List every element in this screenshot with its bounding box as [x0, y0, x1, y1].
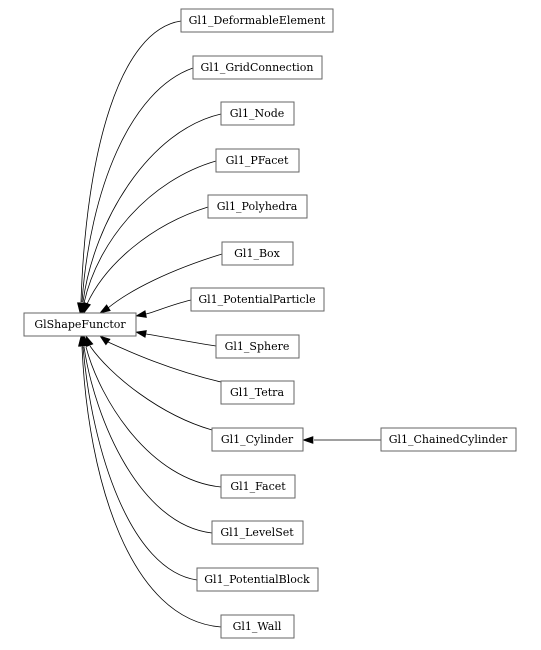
node-label: Gl1_Cylinder: [221, 433, 294, 446]
class-nodes: GlShapeFunctor Gl1_DeformableElement Gl1…: [23, 8, 517, 639]
node-label: Gl1_ChainedCylinder: [389, 433, 508, 446]
arrow-head-icon: [83, 301, 91, 314]
edge-line: [145, 299, 192, 315]
edge-line: [107, 253, 223, 309]
arrow-head-icon: [135, 330, 147, 338]
edge-line: [89, 345, 213, 431]
edge-line: [82, 346, 198, 581]
node-label: Gl1_Facet: [230, 480, 286, 493]
node-gl1-node[interactable]: Gl1_Node: [220, 101, 295, 126]
node-gl1-potentialparticle[interactable]: Gl1_PotentialParticle: [190, 287, 325, 312]
node-gl1-facet[interactable]: Gl1_Facet: [220, 474, 296, 499]
node-label: Gl1_PotentialParticle: [198, 293, 315, 306]
node-gl1-sphere[interactable]: Gl1_Sphere: [215, 334, 300, 359]
node-label: Gl1_PFacet: [226, 154, 289, 167]
inheritance-edges: [77, 20, 381, 628]
node-gl1-chainedcylinder[interactable]: Gl1_ChainedCylinder: [380, 427, 517, 452]
edge-tetra: [99, 335, 222, 383]
node-label: Gl1_Sphere: [225, 340, 290, 353]
node-gl1-wall[interactable]: Gl1_Wall: [220, 614, 295, 639]
node-base-class[interactable]: GlShapeFunctor: [23, 312, 137, 337]
edge-line: [81, 67, 194, 303]
edge-line: [81, 346, 222, 628]
edge-line: [83, 160, 217, 304]
edge-line: [85, 346, 222, 488]
node-label: Gl1_Polyhedra: [217, 200, 298, 213]
node-gl1-deformableelement[interactable]: Gl1_DeformableElement: [180, 8, 334, 33]
edge-node: [79, 113, 222, 314]
node-label: Gl1_Tetra: [230, 386, 284, 399]
edge-line: [145, 333, 217, 347]
arrow-head-icon: [135, 310, 147, 318]
node-label: Gl1_Box: [234, 247, 281, 260]
edge-sphere: [135, 330, 217, 347]
edge-facet: [81, 335, 222, 488]
edge-wall: [78, 335, 222, 628]
edge-deformableelement: [77, 20, 182, 314]
edge-cylinder: [85, 335, 213, 431]
edge-line: [82, 113, 222, 303]
edge-gridconnection: [78, 67, 194, 314]
node-gl1-gridconnection[interactable]: Gl1_GridConnection: [192, 55, 323, 80]
node-label: Gl1_Node: [230, 107, 285, 120]
edge-polyhedra: [83, 206, 209, 314]
node-gl1-box[interactable]: Gl1_Box: [221, 241, 294, 266]
node-label: Gl1_PotentialBlock: [204, 573, 310, 586]
node-label: Gl1_Wall: [233, 620, 282, 633]
node-gl1-potentialblock[interactable]: Gl1_PotentialBlock: [196, 567, 319, 592]
edge-line: [86, 206, 209, 305]
arrow-head-icon: [99, 335, 111, 346]
edge-potentialparticle: [135, 299, 192, 318]
edge-line: [83, 346, 213, 534]
node-gl1-polyhedra[interactable]: Gl1_Polyhedra: [207, 194, 308, 219]
node-label: Gl1_DeformableElement: [189, 14, 326, 27]
edge-chainedcylinder: [302, 436, 381, 444]
arrow-head-icon: [99, 304, 111, 314]
node-gl1-cylinder[interactable]: Gl1_Cylinder: [211, 427, 304, 452]
edge-levelset: [80, 335, 213, 534]
node-gl1-pfacet[interactable]: Gl1_PFacet: [215, 148, 300, 173]
edge-box: [99, 253, 223, 314]
edge-line: [80, 20, 182, 303]
arrow-head-icon: [302, 436, 314, 444]
edge-line: [107, 341, 222, 383]
node-gl1-tetra[interactable]: Gl1_Tetra: [220, 380, 295, 405]
node-label: Gl1_LevelSet: [220, 526, 294, 539]
edge-potentialblock: [79, 335, 198, 581]
node-label: GlShapeFunctor: [34, 318, 126, 331]
node-gl1-levelset[interactable]: Gl1_LevelSet: [211, 520, 304, 545]
arrow-head-icon: [78, 335, 86, 347]
node-label: Gl1_GridConnection: [201, 61, 314, 74]
